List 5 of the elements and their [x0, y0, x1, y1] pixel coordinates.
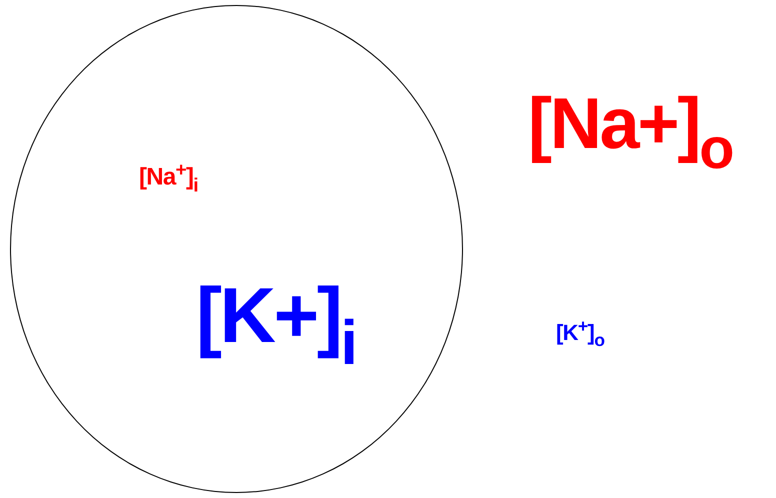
concentration-label: [K$^{+}$]$_{o}$ — [556, 318, 604, 350]
concentration-label: [K+]$_{i}$ — [196, 276, 356, 376]
concentration-label: [Na+]$_{o}$ — [528, 88, 732, 179]
cell-circle — [10, 5, 463, 493]
concentration-label: [Na$^{+}$]$_{i}$ — [139, 161, 198, 196]
